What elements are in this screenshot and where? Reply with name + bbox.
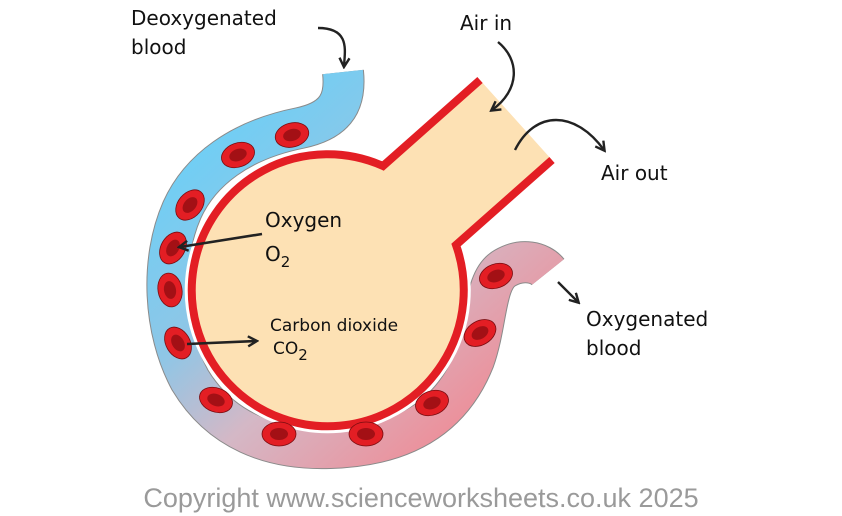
red-blood-cell <box>175 189 205 221</box>
co2-diffusion-arrow <box>186 341 256 344</box>
oxygenated-blood-label: Oxygenated blood <box>586 307 709 360</box>
red-blood-cell <box>348 421 384 447</box>
red-blood-cell <box>157 272 183 308</box>
carbon-dioxide-label: Carbon dioxide <box>270 316 399 336</box>
red-blood-cell <box>479 262 513 290</box>
air-out-label: Air out <box>601 161 668 185</box>
co2-formula-symbol: CO <box>273 339 299 359</box>
oxygen-label: Oxygen <box>265 208 343 232</box>
copyright-notice: Copyright www.scienceworksheets.co.uk 20… <box>143 483 699 513</box>
deoxygenated-blood-label: Deoxygenated blood <box>131 6 277 59</box>
alveolus <box>184 70 562 434</box>
red-blood-cell <box>463 319 497 347</box>
red-blood-cell <box>221 141 255 169</box>
air-out-arrow <box>513 118 604 150</box>
red-blood-cell <box>261 421 297 447</box>
oxygenated-arrow <box>557 281 578 302</box>
capillary <box>146 69 565 470</box>
air-in-arrow <box>492 41 515 110</box>
oxygen-formula-subscript: 2 <box>280 253 291 271</box>
deoxygenated-arrow <box>317 26 345 66</box>
air-in-label: Air in <box>460 11 513 35</box>
oxygen-diffusion-arrow <box>180 232 263 247</box>
oxygen-formula: O2 <box>265 240 290 277</box>
red-blood-cell <box>415 389 449 417</box>
oxygen-formula-symbol: O <box>265 242 281 266</box>
red-blood-cells <box>157 122 513 447</box>
red-blood-cell <box>199 386 233 414</box>
red-blood-cell <box>274 122 310 148</box>
co2-formula: CO2 <box>273 338 308 366</box>
red-blood-cell <box>164 326 192 360</box>
co2-formula-subscript: 2 <box>298 346 308 364</box>
